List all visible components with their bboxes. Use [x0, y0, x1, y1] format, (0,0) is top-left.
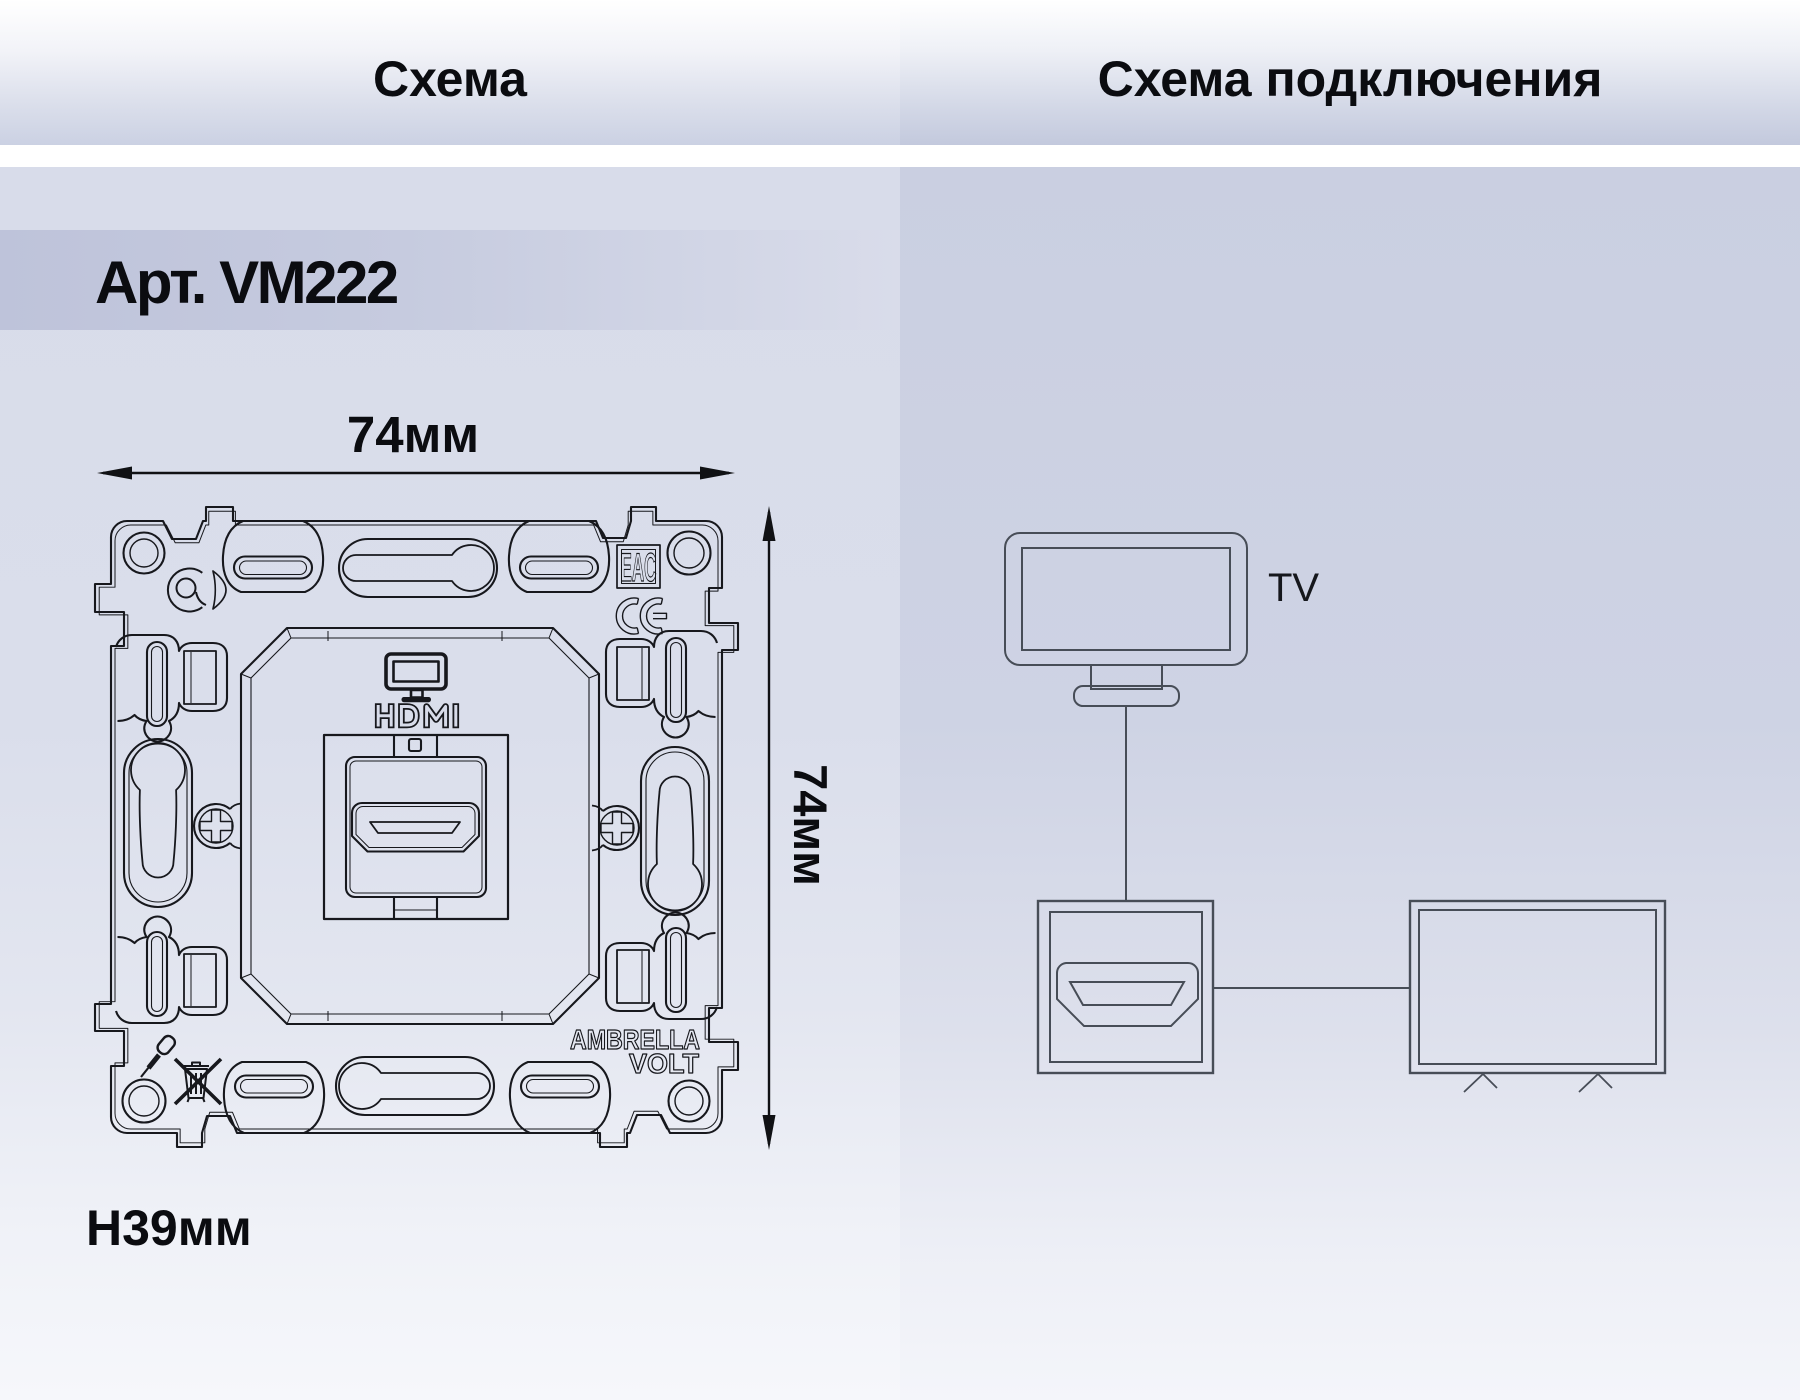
svg-text:AMBRELLA: AMBRELLA [570, 1024, 700, 1055]
svg-text:Схема: Схема [373, 51, 528, 107]
svg-text:74мм: 74мм [347, 406, 479, 463]
svg-text:EAC: EAC [621, 546, 657, 590]
svg-text:H39мм: H39мм [86, 1200, 252, 1256]
svg-text:VOLT: VOLT [629, 1048, 699, 1079]
svg-text:74мм: 74мм [784, 764, 837, 886]
svg-text:Арт. VM222: Арт. VM222 [95, 249, 397, 316]
svg-text:TV: TV [1268, 566, 1319, 610]
svg-text:Схема подключения: Схема подключения [1098, 51, 1603, 107]
